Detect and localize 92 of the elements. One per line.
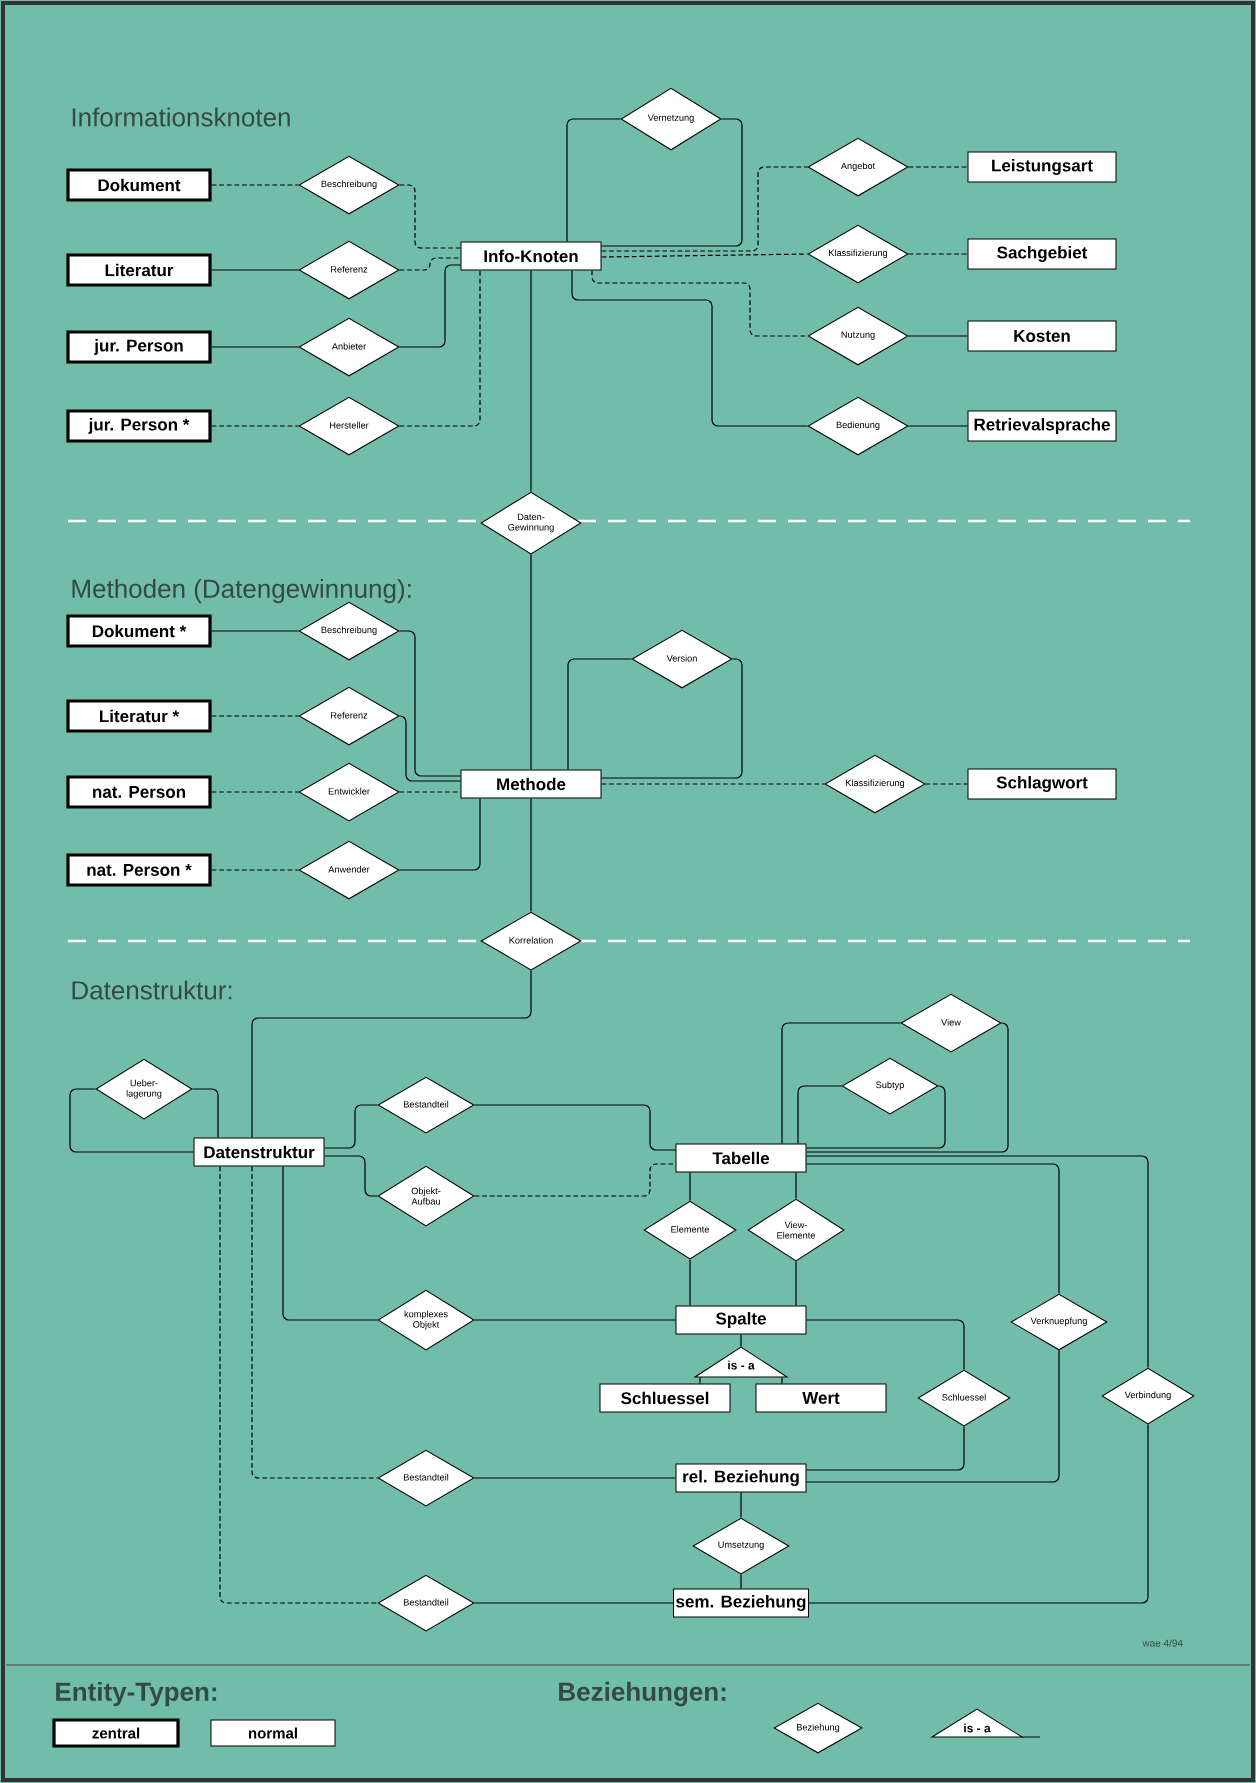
connector-line: [699, 1376, 701, 1385]
entity-box: nat. Person: [66, 775, 212, 809]
connector-line: [473, 1104, 677, 1151]
connector-line: [398, 797, 481, 871]
connector-line: [591, 269, 809, 337]
connector-line: [600, 783, 826, 785]
entity-box: Dokument *: [66, 614, 212, 648]
section-heading: Informationsknoten: [72, 107, 290, 127]
entity-box: Sachgebiet: [967, 238, 1117, 270]
entity-box: Methode: [460, 769, 602, 799]
connector-line: [740, 1333, 742, 1348]
date-note: wae 4/94: [1142, 1639, 1183, 1647]
connector-line: [805, 1319, 965, 1371]
connector-line: [211, 425, 300, 427]
entity-box: Schlagwort: [967, 768, 1117, 800]
isa-triangle: is - a: [694, 1346, 788, 1378]
connector-line: [530, 553, 532, 771]
connector-line: [211, 269, 300, 271]
connector-line: [689, 1171, 691, 1202]
connector-line: [907, 335, 969, 337]
connector-line: [795, 1171, 797, 1200]
connector-line: [473, 1477, 677, 1479]
entity-box: Schluessel: [599, 1383, 731, 1413]
connector-line: [251, 1165, 379, 1479]
connector-line: [808, 1423, 1149, 1604]
connector-line: [219, 1165, 379, 1604]
entity-box: Literatur: [66, 253, 212, 287]
connector-line: [571, 269, 809, 427]
entity-box: nat. Person *: [66, 853, 212, 887]
connector-line: [211, 791, 300, 793]
entity-box: Leistungsart: [967, 151, 1117, 183]
connector-line: [398, 715, 462, 782]
connector-line: [805, 1349, 1060, 1483]
connector-line: [69, 1088, 195, 1153]
entity-box: Info-Knoten: [460, 241, 602, 271]
connector-line: [600, 253, 809, 258]
entity-box: Tabelle: [675, 1143, 807, 1173]
connector-line: [323, 1104, 379, 1149]
section-heading: Methoden (Datengewinnung):: [72, 578, 411, 604]
section-heading: Datenstruktur:: [72, 980, 232, 1000]
connector-line: [805, 1022, 1009, 1153]
connector-line: [251, 969, 532, 1139]
connector-line: [907, 166, 969, 168]
connector-line: [797, 1085, 843, 1145]
connector-line: [907, 425, 969, 427]
connector-line: [211, 184, 300, 186]
connector-line: [924, 783, 969, 785]
legend-entity-box: normal: [210, 1719, 336, 1747]
connector-line: [211, 715, 300, 717]
entity-box: rel. Beziehung: [675, 1463, 807, 1493]
legend-entity-box: zentral: [52, 1718, 180, 1748]
entity-box: Literatur *: [66, 699, 212, 733]
connector-line: [781, 1022, 902, 1145]
connector-line: [398, 269, 481, 427]
connector-line: [398, 264, 462, 348]
legend-heading: Entity-Typen:: [56, 1681, 217, 1707]
connector-line: [805, 1155, 1149, 1369]
connector-line: [191, 1088, 219, 1139]
connector-line: [473, 1319, 677, 1321]
entity-box: Dokument: [66, 168, 212, 202]
connector-line: [740, 1491, 742, 1519]
entity-box: sem. Beziehung: [673, 1588, 809, 1618]
entity-box: Retrievalsprache: [967, 410, 1117, 442]
connector-line: [211, 869, 300, 871]
connector-line: [795, 1260, 797, 1307]
connector-line: [530, 797, 532, 913]
connector-line: [566, 118, 622, 243]
connector-line: [567, 658, 633, 771]
connector-line: [398, 257, 462, 271]
entity-box: Spalte: [675, 1305, 807, 1335]
entity-box: jur. Person: [66, 330, 212, 364]
connector-line: [282, 1165, 379, 1321]
connector-line: [323, 1155, 379, 1197]
entity-box: jur. Person *: [66, 409, 212, 443]
connector-line: [473, 1602, 674, 1604]
legend-triangle: is - a: [931, 1708, 1041, 1738]
connector-line: [740, 1573, 742, 1590]
connector-line: [398, 791, 462, 793]
entity-box: Datenstruktur: [193, 1137, 325, 1167]
connector-line: [781, 1376, 783, 1385]
connector-line: [530, 269, 532, 493]
connector-line: [600, 166, 809, 252]
connector-line: [689, 1258, 691, 1307]
connector-line: [907, 253, 969, 255]
connector-line: [805, 1425, 965, 1471]
connector-line: [211, 630, 300, 632]
connector-line: [211, 346, 300, 348]
legend-heading: Beziehungen:: [559, 1681, 726, 1707]
entity-box: Wert: [755, 1383, 887, 1413]
connector-line: [805, 1085, 946, 1149]
connector-line: [805, 1163, 1060, 1295]
entity-box: Kosten: [967, 320, 1117, 352]
